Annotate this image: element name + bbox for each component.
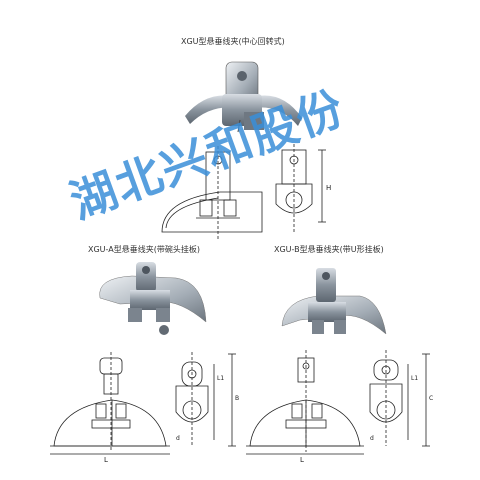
dim-label-b-d: d — [370, 435, 374, 442]
dim-label-a-d: d — [176, 435, 180, 442]
photo-center-rotating-clamp — [185, 61, 302, 133]
dim-label-b-l1: L1 — [411, 375, 418, 382]
caption-center-rotating: XGU型悬垂线夹(中心回转式) — [181, 37, 285, 46]
dim-label-a-l: L — [104, 456, 108, 464]
caption-type-b: XGU-B型悬垂线夹(带U形挂板) — [274, 245, 384, 254]
dim-label-top-h: H — [326, 184, 331, 192]
photo-type-b-clamp — [281, 268, 387, 335]
caption-type-a: XGU-A型悬垂线夹(带碗头挂板) — [88, 245, 200, 254]
drawing-type-a: L L1 B d — [50, 352, 239, 464]
dim-label-b-c: C — [429, 395, 433, 402]
photo-type-a-clamp — [99, 262, 207, 335]
dim-label-a-l1: L1 — [217, 375, 224, 382]
dim-label-a-b: B — [235, 395, 239, 402]
dim-label-b-l: L — [300, 456, 304, 464]
drawing-center-rotating: H — [161, 144, 331, 240]
drawing-type-b: L L1 C d — [246, 350, 433, 464]
